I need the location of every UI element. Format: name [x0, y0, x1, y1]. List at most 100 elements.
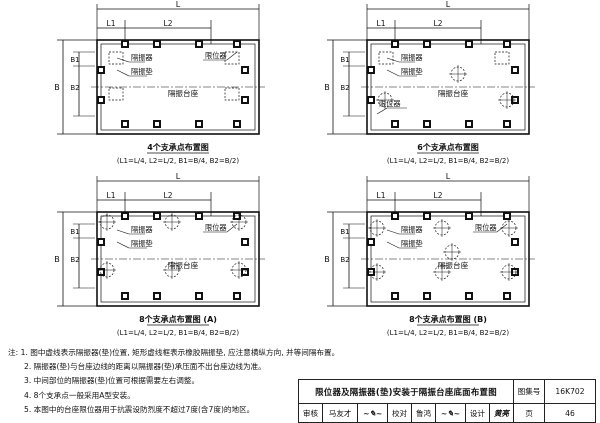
label-pad: 隔振垫 [401, 67, 423, 76]
label-B1: B1 [70, 228, 79, 236]
label-pad: 隔振垫 [131, 239, 153, 248]
limiter-block-hole [425, 42, 429, 46]
limiter-block-hole [505, 214, 509, 218]
label-L: L [176, 0, 181, 9]
label-B1: B1 [340, 228, 349, 236]
limiter-block-hole [99, 240, 103, 244]
limiter-block-hole [197, 294, 201, 298]
diagram-title: 8个支承点布置图 (B) [409, 314, 487, 324]
limiter-block-hole [505, 122, 509, 126]
limiter-block-hole [393, 214, 397, 218]
limiter-block-hole [123, 294, 127, 298]
label-L: L [176, 172, 181, 181]
label-B: B [324, 255, 330, 264]
limiter-block-hole [155, 294, 159, 298]
label-isolator: 隔振器 [131, 53, 153, 62]
limiter-block-hole [467, 294, 471, 298]
limiter-block-hole [197, 122, 201, 126]
label-L1: L1 [107, 19, 116, 28]
limiter-block-hole [155, 122, 159, 126]
label-B1: B1 [340, 56, 349, 64]
limiter-block-hole [123, 122, 127, 126]
limiter-block-hole [505, 42, 509, 46]
label-L: L [446, 0, 451, 9]
review-name: 马友才 [321, 403, 359, 423]
label-B: B [54, 255, 60, 264]
label-L1: L1 [377, 19, 386, 28]
limiter-block-hole [243, 68, 247, 72]
label-L2: L2 [434, 19, 443, 28]
label-L2: L2 [164, 19, 173, 28]
label-isolator: 隔振器 [401, 53, 423, 62]
page-label: 页 [513, 403, 545, 423]
diagram-formula: (L1=L/4, L2=L/2, B1=B/4, B2=B/2) [117, 329, 239, 337]
label-B: B [324, 83, 330, 92]
check-signature: ~✎~ [435, 403, 466, 423]
diagram-title: 8个支承点布置图 (A) [139, 314, 217, 324]
note-5: 5. 本图中的台座限位器用于抗震设防烈度不超过7度(含7度)的地区。 [24, 404, 255, 414]
rubber-pad [494, 51, 510, 65]
review-label: 审核 [298, 403, 323, 423]
label-limiter: 限位器 [205, 51, 227, 60]
leader-isolator [116, 57, 145, 63]
leader-limiter [473, 223, 508, 233]
rubber-pad [108, 87, 124, 101]
check-label: 校对 [387, 403, 413, 423]
leader-isolator [386, 57, 415, 63]
limiter-block-hole [123, 214, 127, 218]
limiter-block-hole [425, 214, 429, 218]
label-B2: B2 [70, 84, 79, 92]
note-4: 4. 8个支承点一般采用A型安装。 [24, 390, 135, 400]
diagram-formula: (L1=L/4, L2=L/2, B1=B/4, B2=B/2) [387, 329, 509, 337]
label-L1: L1 [377, 191, 386, 200]
note-3: 3. 中间部位的隔振器(垫)位置可根据需要左右调整。 [24, 376, 200, 386]
note-1: 注: 1. 图中虚线表示隔振器(垫)位置, 矩形虚线框表示橡胶隔振垫, 应注意横… [8, 348, 340, 357]
label-isolator: 隔振器 [401, 225, 423, 234]
limiter-block-hole [235, 42, 239, 46]
limiter-block-hole [99, 98, 103, 102]
label-pad: 隔振垫 [131, 67, 153, 76]
limiter-block-hole [197, 42, 201, 46]
leader-pad [386, 241, 417, 249]
diagram-formula: (L1=L/4, L2=L/2, B1=B/4, B2=B/2) [387, 157, 509, 165]
label-isolator: 隔振器 [131, 225, 153, 234]
label-L1: L1 [107, 191, 116, 200]
limiter-block-hole [467, 214, 471, 218]
limiter-block-hole [369, 68, 373, 72]
leader-pad [386, 69, 417, 77]
label-limiter: 限位器 [379, 99, 401, 108]
limiter-block-hole [123, 42, 127, 46]
review-signature: ~✎~ [357, 403, 389, 423]
label-base: 隔振台座 [168, 260, 199, 270]
limiter-block-hole [513, 240, 517, 244]
leader-limiter [203, 223, 238, 233]
limiter-block-hole [155, 214, 159, 218]
note-2: 2. 隔振器(垫)与台座边线的距离以隔振器(垫)承压面不出台座边线为准。 [24, 362, 266, 372]
notes: 注: 1. 图中虚线表示隔振器(垫)位置, 矩形虚线框表示橡胶隔振垫, 应注意横… [8, 346, 340, 417]
design-name: 黄亮 [488, 403, 515, 423]
label-pad: 隔振垫 [401, 239, 423, 248]
limiter-block-hole [99, 68, 103, 72]
label-limiter: 限位器 [475, 223, 497, 232]
limiter-block-hole [155, 42, 159, 46]
diagram-title: 6个支承点布置图 [417, 142, 479, 152]
limiter-block-hole [425, 122, 429, 126]
rubber-pad [108, 51, 124, 65]
limiter-block-hole [393, 122, 397, 126]
limiter-block-hole [505, 294, 509, 298]
design-label: 设计 [464, 403, 490, 423]
limiter-block-hole [243, 98, 247, 102]
label-L: L [446, 172, 451, 181]
leader-isolator [386, 229, 415, 235]
limiter-block-hole [243, 270, 247, 274]
limiter-block-hole [235, 294, 239, 298]
atlas-number: 16K702 [544, 379, 596, 404]
limiter-block-hole [467, 122, 471, 126]
label-base: 隔振台座 [168, 88, 199, 98]
page-number: 46 [544, 403, 596, 423]
leader-pad [116, 69, 147, 77]
